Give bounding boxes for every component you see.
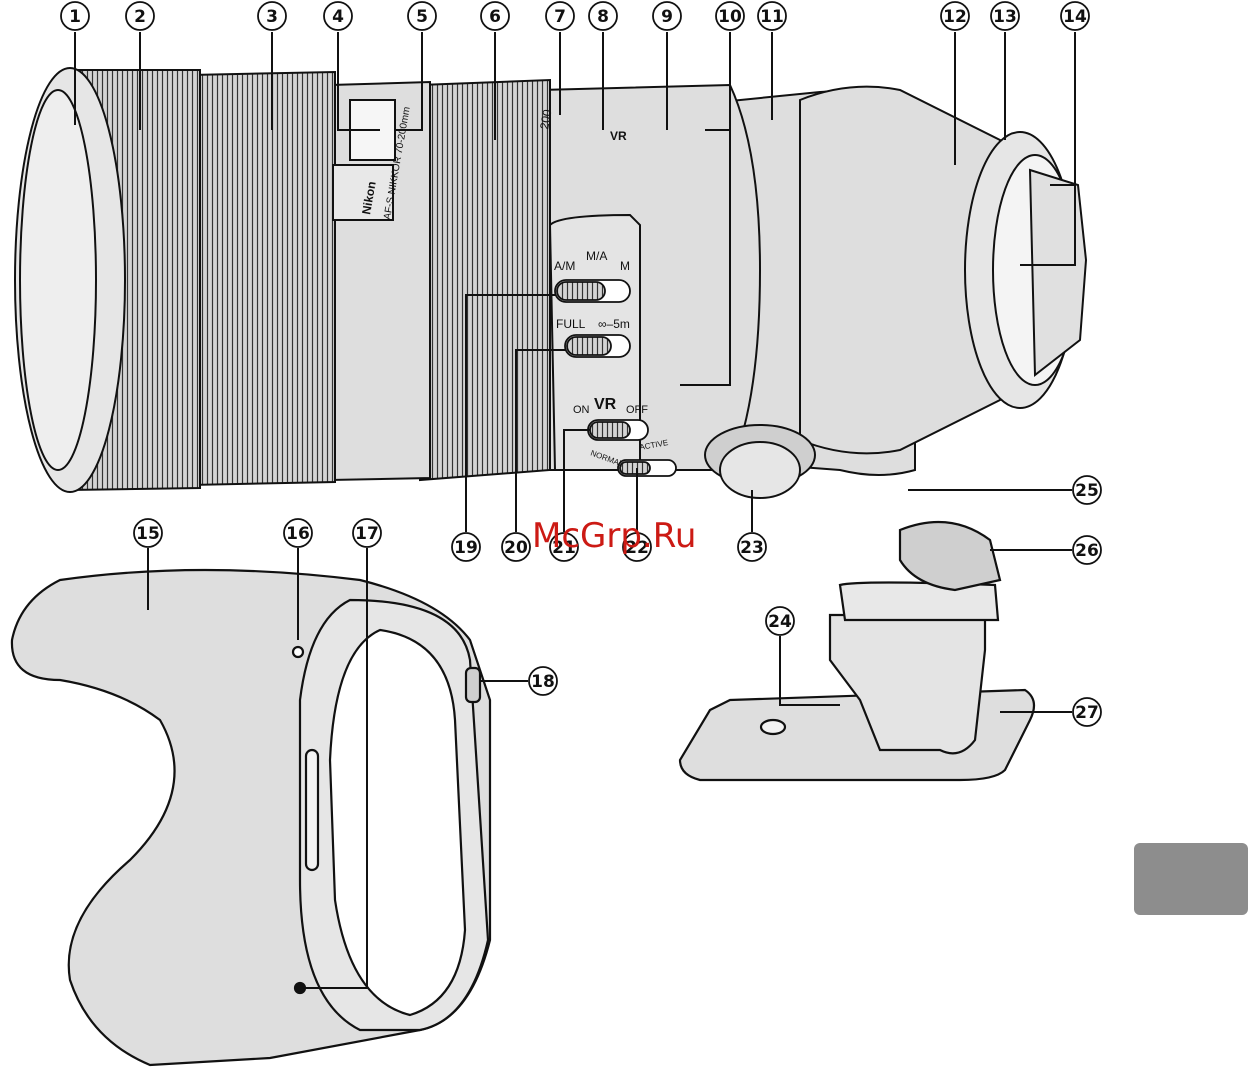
switch-label-m: M bbox=[620, 259, 630, 273]
callout-number: 10 bbox=[718, 7, 742, 27]
lens-body bbox=[15, 68, 1086, 498]
callout-number: 13 bbox=[993, 7, 1017, 27]
foot-base bbox=[680, 690, 1034, 780]
switch-label-off: OFF bbox=[626, 404, 648, 416]
callout-number: 5 bbox=[416, 7, 428, 27]
callout-17: 17 bbox=[353, 519, 381, 547]
callout-number: 7 bbox=[554, 7, 566, 27]
hood-release-button[interactable] bbox=[466, 668, 480, 702]
callout-number: 3 bbox=[266, 7, 278, 27]
callout-number: 12 bbox=[943, 7, 967, 27]
foot-screw-hole bbox=[761, 720, 785, 734]
callout-11: 11 bbox=[758, 2, 786, 30]
callout-number: 17 bbox=[355, 524, 379, 544]
callout-25: 25 bbox=[1073, 476, 1101, 504]
callout-number: 14 bbox=[1063, 7, 1087, 27]
callout-24: 24 bbox=[766, 607, 794, 635]
callout-6: 6 bbox=[481, 2, 509, 30]
hood-lock-mark bbox=[295, 983, 305, 993]
switch-label-ma: M/A bbox=[586, 249, 607, 263]
callout-19: 19 bbox=[452, 533, 480, 561]
callout-number: 19 bbox=[454, 538, 478, 558]
callout-4: 4 bbox=[324, 2, 352, 30]
callout-number: 1 bbox=[69, 7, 81, 27]
callout-15: 15 bbox=[134, 519, 162, 547]
callout-8: 8 bbox=[589, 2, 617, 30]
switch-label-inf5m: ∞–5m bbox=[598, 317, 630, 331]
callout-16: 16 bbox=[284, 519, 312, 547]
tripod-knob-cap bbox=[720, 442, 800, 498]
callout-number: 27 bbox=[1075, 703, 1099, 723]
callout-number: 6 bbox=[489, 7, 501, 27]
switch-label-am: A/M bbox=[554, 259, 575, 273]
callout-number: 8 bbox=[597, 7, 609, 27]
callout-number: 23 bbox=[740, 538, 764, 558]
callout-23: 23 bbox=[738, 533, 766, 561]
callout-1: 1 bbox=[61, 2, 89, 30]
callout-18: 18 bbox=[529, 667, 557, 695]
vr-mode-slider bbox=[620, 462, 650, 474]
foot-clamp bbox=[840, 583, 998, 621]
callout-number: 15 bbox=[136, 524, 160, 544]
switch-label-full: FULL bbox=[556, 317, 586, 331]
callout-5: 5 bbox=[408, 2, 436, 30]
callout-number: 25 bbox=[1075, 481, 1099, 501]
callout-2: 2 bbox=[126, 2, 154, 30]
watermark-text: McGrp.Ru bbox=[532, 516, 696, 556]
callout-27: 27 bbox=[1073, 698, 1101, 726]
callout-20: 20 bbox=[502, 533, 530, 561]
callout-3: 3 bbox=[258, 2, 286, 30]
zoom-ring bbox=[420, 80, 550, 480]
callout-14: 14 bbox=[1061, 2, 1089, 30]
callout-10: 10 bbox=[716, 2, 744, 30]
section-tab bbox=[1134, 843, 1248, 915]
lens-hood bbox=[12, 570, 490, 1065]
tripod-foot bbox=[680, 522, 1034, 780]
switch-label-vr: VR bbox=[594, 396, 617, 413]
callout-12: 12 bbox=[941, 2, 969, 30]
hood-slot bbox=[306, 750, 318, 870]
focus-mode-slider bbox=[557, 282, 605, 300]
front-element-inner bbox=[20, 90, 96, 470]
vr-badge: VR bbox=[610, 129, 627, 143]
callout-number: 24 bbox=[768, 612, 792, 632]
focus-ring bbox=[190, 72, 335, 485]
callout-number: 18 bbox=[531, 672, 555, 692]
callout-number: 16 bbox=[286, 524, 310, 544]
foot-knob bbox=[900, 522, 1000, 590]
callout-number: 11 bbox=[760, 7, 784, 27]
callout-number: 4 bbox=[332, 7, 344, 27]
callout-number: 26 bbox=[1075, 541, 1099, 561]
callout-number: 9 bbox=[661, 7, 673, 27]
callout-9: 9 bbox=[653, 2, 681, 30]
callout-26: 26 bbox=[1073, 536, 1101, 564]
switch-label-on: ON bbox=[573, 404, 590, 416]
callout-number: 2 bbox=[134, 7, 146, 27]
mount-bayonet bbox=[1030, 170, 1086, 375]
focus-limit-slider bbox=[567, 337, 611, 355]
callout-7: 7 bbox=[546, 2, 574, 30]
callout-number: 20 bbox=[504, 538, 528, 558]
hood-index-mark bbox=[293, 647, 303, 657]
vr-slider bbox=[590, 422, 630, 438]
hood-opening bbox=[330, 630, 465, 1015]
callout-13: 13 bbox=[991, 2, 1019, 30]
